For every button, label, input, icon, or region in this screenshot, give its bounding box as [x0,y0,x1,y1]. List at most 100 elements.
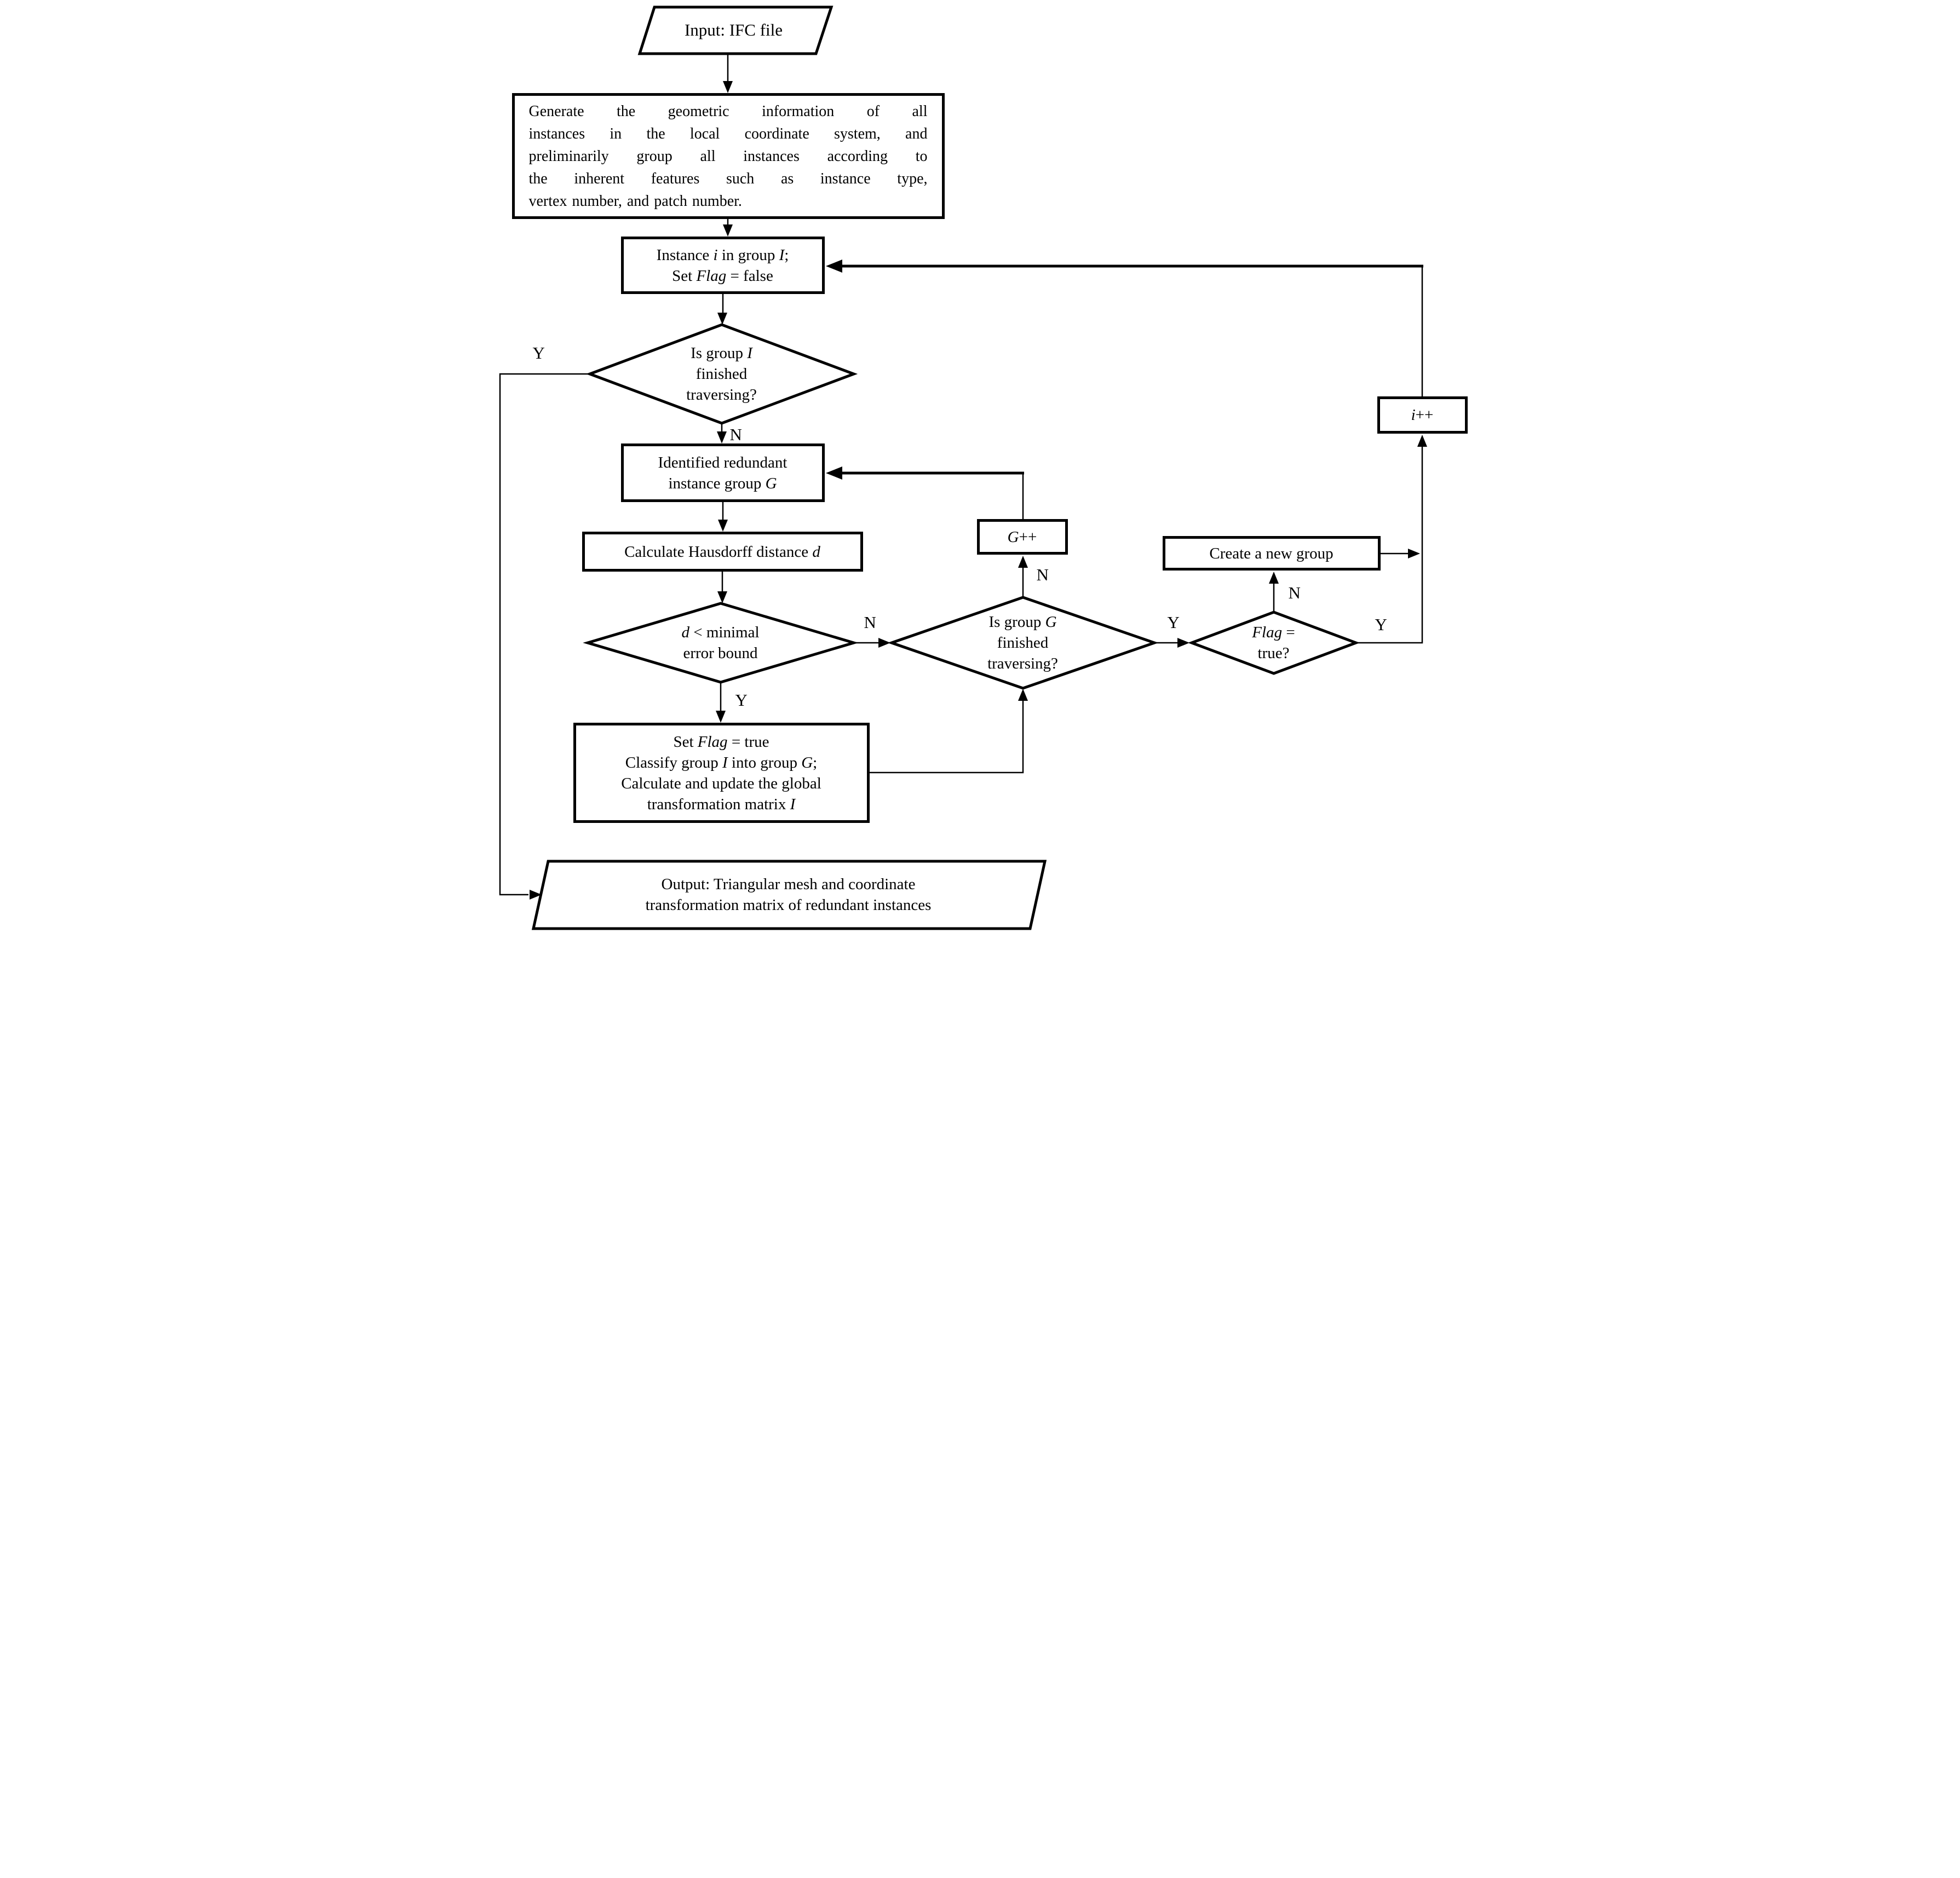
arrowhead-icon [717,520,728,532]
group-g-check-line-3: traversing? [987,655,1058,672]
generate-line: the inherent features such as instance t… [528,170,928,187]
text-segment: transformation matrix [647,795,790,813]
text-segment: Calculate Hausdorff distance [624,543,813,561]
flag-check-diamond [1187,610,1360,675]
var-flag: Flag [1252,624,1283,641]
output-parallelogram [531,860,1047,930]
var-flag: Flag [696,267,727,285]
identified-line-1: Identified redundant [658,453,788,471]
arrowhead-icon [529,890,542,900]
label-group-i-yes: Y [532,343,545,362]
instance-line-2: Set Flag = false [672,266,773,286]
group-g-check-line-2: finished [997,634,1049,652]
arrowhead-icon [1417,435,1427,447]
arrow-set-flag-to-group-g-check [869,699,1024,774]
set-flag-box: Set Flag = true Classify group I into gr… [573,723,870,823]
output-node: Output: Triangular mesh and coordinate t… [580,874,997,915]
error-bound-line-1: d < minimal [681,622,759,643]
group-i-check-line-3: traversing? [686,386,757,404]
group-g-check-line-1: Is group G [988,612,1056,632]
create-group-box: Create a new group [1162,536,1381,571]
var-G: G [1045,613,1057,631]
text-segment: Is group [988,613,1045,631]
i-increment-box: i++ [1377,396,1468,434]
text-segment: ++ [1019,528,1037,546]
arrow-group-i-yes-to-output [499,373,590,896]
input-text: Input: IFC file [684,20,783,39]
output-line-1: Output: Triangular mesh and coordinate [661,875,916,893]
set-flag-line-4: transformation matrix I [647,794,796,815]
text-segment: = false [726,267,773,285]
text-segment: = true [727,733,769,751]
text-segment: Classify group [625,753,722,771]
arrow-flag-yes-to-i-plus [1355,445,1423,644]
set-flag-line-1: Set Flag = true [673,731,769,752]
arrowhead-icon [716,431,727,443]
generate-line: Generate the geometric information of al… [528,102,928,120]
var-I: I [779,246,785,264]
arrowhead-icon [1268,572,1279,584]
group-i-check-line-1: Is group I [691,343,752,364]
error-bound-diamond [582,602,859,684]
set-flag-line-2: Classify group I into group G; [625,752,817,773]
text-segment: in group [717,246,779,264]
group-i-check-node: Is group I finished traversing? [640,343,804,405]
arrowhead-icon [825,260,842,273]
instance-line-1: Instance i in group I; [657,245,789,266]
arrowhead-icon [717,591,727,603]
group-g-check-diamond [887,596,1159,690]
text-segment: < minimal [689,624,760,641]
flag-check-line-1: Flag = [1252,622,1295,643]
var-G: G [1007,528,1019,546]
label-error-bound-no: N [864,613,876,632]
arrowhead-icon [722,224,733,237]
create-group-text: Create a new group [1209,544,1334,562]
text-segment: Instance [656,246,714,264]
g-increment-box: G++ [976,519,1068,555]
label-error-bound-yes: Y [735,690,748,710]
error-bound-line-2: error bound [683,644,758,662]
error-bound-node: d < minimal error bound [639,622,803,664]
label-group-g-no: N [1036,565,1049,584]
arrowhead-icon [715,711,726,723]
generate-step-box: Generate the geometric information of al… [511,93,945,219]
arrowhead-icon [1407,549,1420,558]
output-line-2: transformation matrix of redundant insta… [645,896,932,914]
identified-line-2: instance group G [668,473,777,494]
arrowhead-icon [1018,556,1028,568]
label-group-g-yes: Y [1167,613,1180,632]
text-segment: = [1282,624,1295,641]
hausdorff-box: Calculate Hausdorff distance d [582,532,863,572]
text-segment: instance group [668,474,766,492]
group-g-check-node: Is group G finished traversing? [941,612,1105,674]
flowchart-wires [499,5,1427,930]
text-segment: ; [813,753,818,771]
flowchart-canvas: Input: IFC file Generate the geometric i… [490,0,1470,939]
flag-check-node: Flag = true? [1219,622,1329,664]
identified-group-box: Identified redundant instance group G [620,443,825,502]
label-flag-yes: Y [1375,615,1387,634]
label-flag-no: N [1288,583,1301,602]
arrowhead-icon [878,638,890,648]
var-I: I [790,795,796,813]
var-d: d [681,624,689,641]
input-node: Input: IFC file [643,20,824,41]
arrowhead-icon [825,466,842,480]
generate-line: preliminarily group all instances accord… [528,147,928,165]
group-i-check-line-2: finished [696,365,748,383]
var-d: d [812,543,820,561]
arrowhead-icon [1177,638,1189,648]
text-segment: Is group [691,344,748,362]
i-increment-line: i++ [1411,405,1434,425]
text-segment: Set [672,267,697,285]
text-segment: Set [673,733,698,751]
hausdorff-line: Calculate Hausdorff distance d [624,541,820,562]
generate-line: vertex number, and patch number. [528,192,742,210]
arrowhead-icon [717,313,727,325]
label-group-i-no: N [729,425,742,444]
var-G: G [765,474,777,492]
arrowhead-icon [1018,689,1028,701]
var-I: I [747,344,752,362]
flag-check-line-2: true? [1257,644,1290,662]
var-flag: Flag [697,733,728,751]
